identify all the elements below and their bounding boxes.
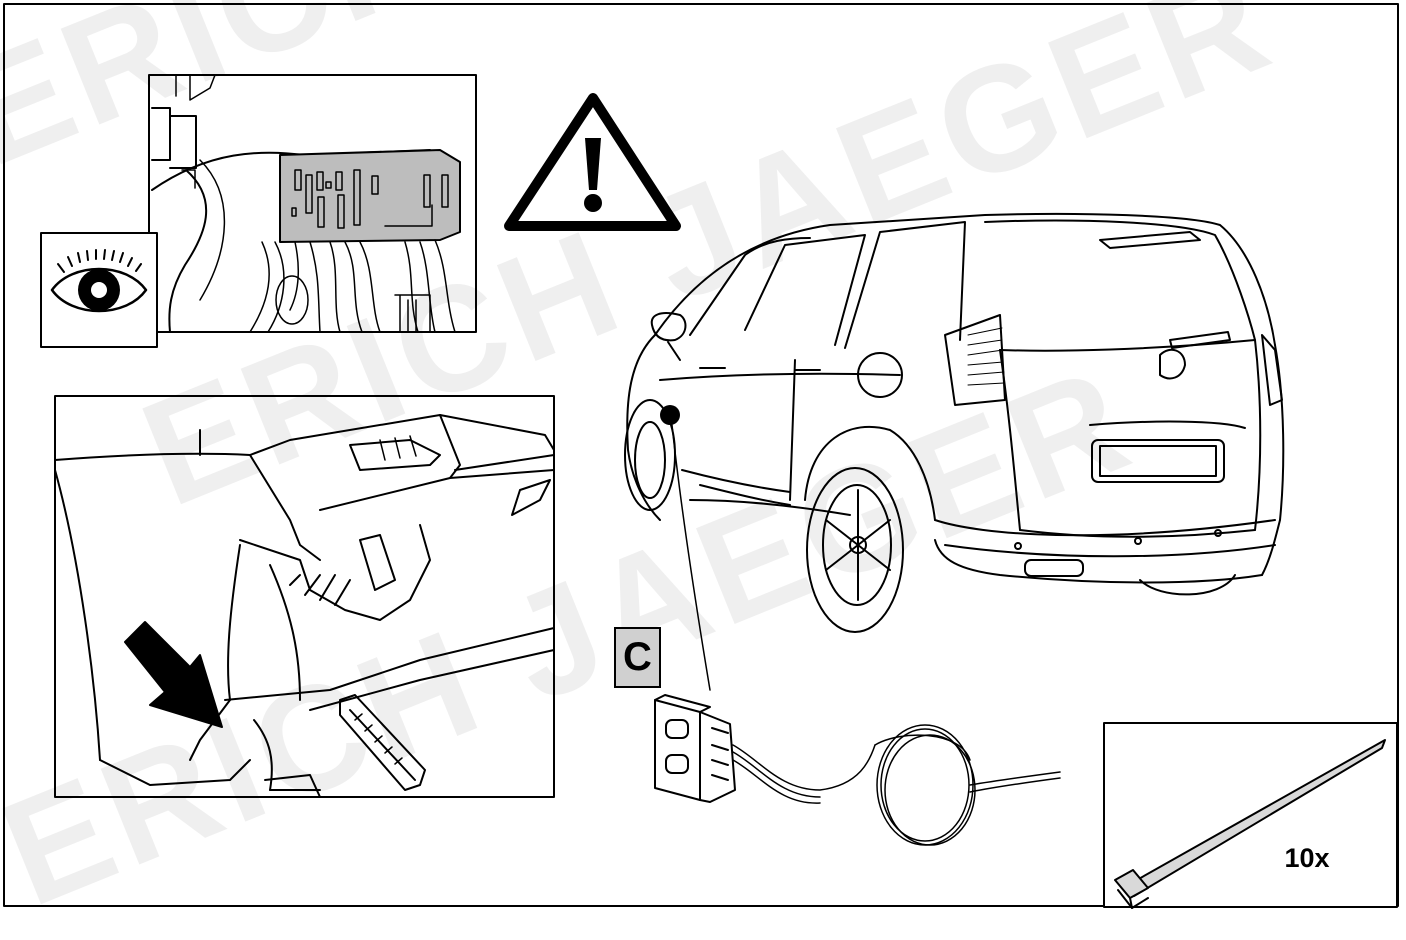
cable-tie-panel [1103,722,1398,909]
connection-point-marker [660,405,680,425]
brand-lion-logo [1159,348,1186,380]
installation-diagram [3,3,1399,909]
cable-tie-icon [1114,739,1386,909]
fuse-box [279,149,461,243]
page-border [3,3,1399,907]
warning-triangle-icon [504,93,681,231]
fuse-box-detail-panel [148,74,477,333]
connector-c-label: C [614,627,661,688]
footwell-detail-panel [54,395,555,798]
arrow-pointer-icon [124,621,223,728]
eye-icon-box [40,232,158,348]
wiring-connector-illustration [654,694,1061,846]
cable-tie-quantity: 10x [1284,842,1330,873]
eye-icon [50,249,148,313]
car-illustration [624,212,1285,691]
